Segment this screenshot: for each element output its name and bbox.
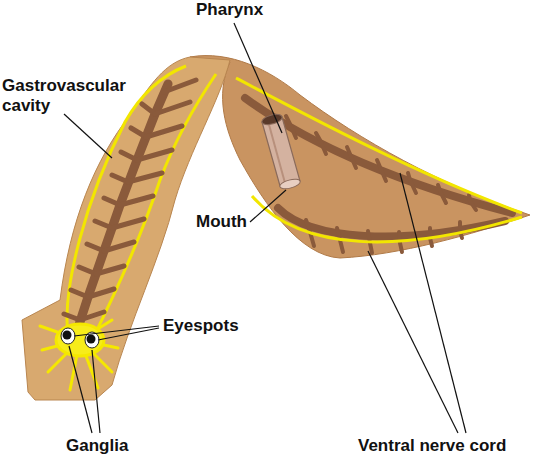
- part-label: Ganglia: [66, 436, 128, 456]
- part-label: Mouth: [196, 212, 247, 232]
- body-rear: [190, 56, 530, 258]
- part-label: Gastrovascular cavity: [2, 76, 140, 116]
- nerve-cord-front: [67, 66, 216, 340]
- eyespots: [61, 328, 99, 348]
- part-label: Ventral nerve cord: [358, 436, 506, 456]
- part-label: Pharynx: [196, 0, 263, 20]
- ganglia: [40, 320, 118, 390]
- part-label: Eyespots: [163, 316, 239, 336]
- nerve-cord-rear: [236, 78, 522, 242]
- gut-front: [64, 80, 196, 328]
- pharynx-tube: [261, 112, 301, 190]
